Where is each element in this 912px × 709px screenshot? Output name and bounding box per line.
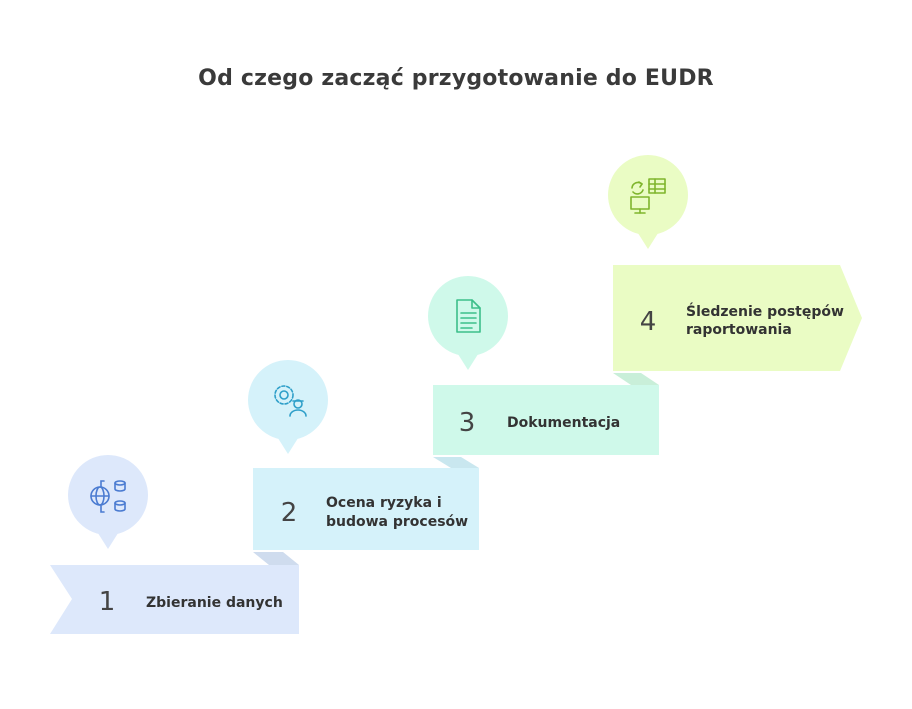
step-4-label-line-1: Śledzenie postępów <box>686 302 844 320</box>
step-2-label-line-2: budowa procesów <box>326 514 468 530</box>
step-3-fold <box>433 457 479 468</box>
step-3-box <box>433 385 659 455</box>
step-1-pin <box>68 455 148 549</box>
step-2-number: 2 <box>281 498 298 528</box>
monitor-table-icon <box>630 178 666 214</box>
step-4: 4 Śledzenie postępów raportowania <box>608 155 862 385</box>
step-4-box <box>613 265 862 371</box>
globe-database-icon <box>90 480 126 513</box>
step-1: 1 Zbieranie danych <box>50 455 299 634</box>
step-1-box <box>50 565 299 634</box>
step-2: 2 Ocena ryzyka i budowa procesów <box>248 360 479 565</box>
step-4-fold <box>613 373 659 385</box>
step-2-label-line-1: Ocena ryzyka i <box>326 495 442 511</box>
step-4-pin <box>608 155 688 249</box>
document-icon <box>456 299 481 333</box>
step-4-number: 4 <box>640 307 657 337</box>
step-2-fold <box>253 552 299 565</box>
step-3-pin <box>428 276 508 370</box>
step-3-number: 3 <box>459 408 476 438</box>
step-2-box <box>253 468 479 550</box>
step-3: 3 Dokumentacja <box>428 276 659 468</box>
diagram-title: Od czego zacząć przygotowanie do EUDR <box>198 66 714 91</box>
step-3-label-line-1: Dokumentacja <box>507 415 620 431</box>
step-2-pin <box>248 360 328 454</box>
step-1-number: 1 <box>99 587 116 617</box>
step-4-label-line-2: raportowania <box>686 322 792 338</box>
step-1-label-line-1: Zbieranie danych <box>146 595 283 611</box>
gear-person-icon <box>274 385 307 417</box>
